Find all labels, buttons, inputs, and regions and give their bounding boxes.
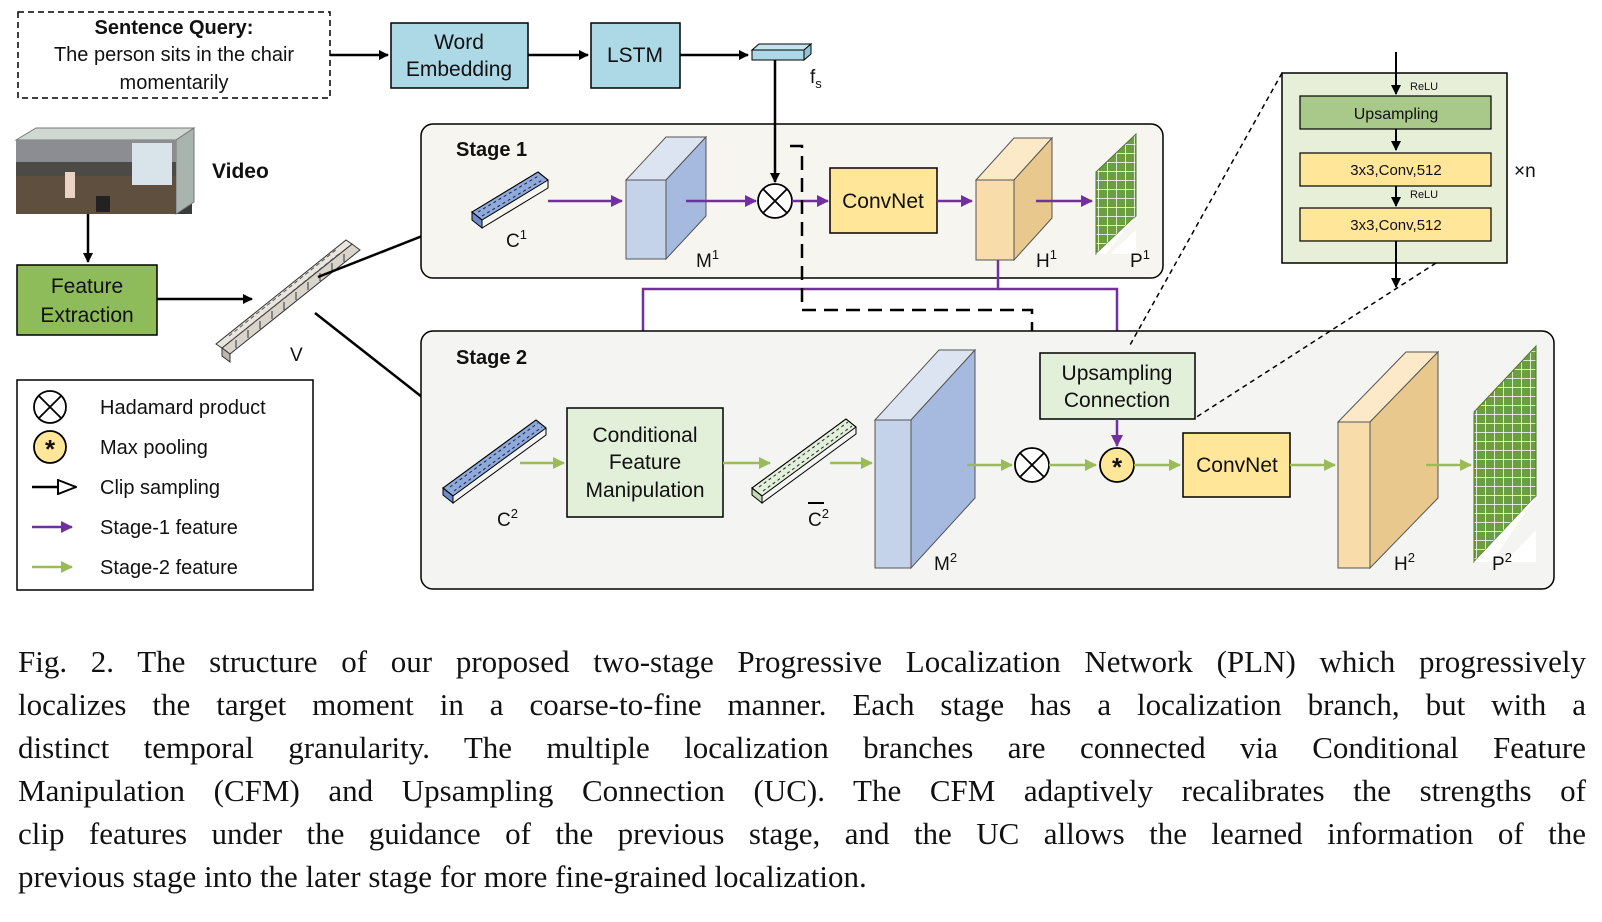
embedding-line1: Word bbox=[434, 31, 484, 54]
fs-vector bbox=[750, 42, 813, 62]
stage2-title: Stage 2 bbox=[456, 347, 527, 369]
v-label: V bbox=[290, 345, 303, 366]
cfm-line1: Conditional bbox=[592, 424, 697, 447]
h1-to-uc-arrow bbox=[998, 287, 1123, 351]
maxpool-icon: * bbox=[33, 430, 67, 464]
uc-detail-panel: ReLU Upsampling 3x3,Conv,512 ReLU 3x3,Co… bbox=[1281, 52, 1508, 288]
cfm-line3: Manipulation bbox=[585, 479, 704, 502]
stage1-title: Stage 1 bbox=[456, 139, 527, 161]
hadamard-icon bbox=[33, 390, 67, 424]
lstm-box: LSTM bbox=[590, 22, 681, 89]
stage2-c-label: C2 bbox=[497, 506, 518, 531]
lstm-label: LSTM bbox=[607, 44, 663, 67]
embedding-line2: Embedding bbox=[406, 58, 512, 81]
stage2-hadamard-op bbox=[1014, 447, 1050, 483]
zoom-relu-top: ReLU bbox=[1410, 81, 1438, 93]
query-line1: The person sits in the chair bbox=[54, 44, 294, 66]
sentence-query-box: Sentence Query: The person sits in the c… bbox=[17, 11, 331, 99]
stage2-p-grid bbox=[1473, 344, 1537, 564]
extraction-line2: Extraction bbox=[40, 304, 133, 327]
stage2-panel bbox=[420, 330, 1555, 590]
fs-label: fs bbox=[810, 67, 822, 91]
zoom-conv1-label: 3x3,Conv,512 bbox=[1350, 162, 1441, 179]
figure-caption: Fig. 2. The structure of our proposed tw… bbox=[18, 640, 1586, 898]
zoom-guide-top bbox=[1129, 72, 1283, 346]
legend-label-stage1: Stage-1 feature bbox=[100, 517, 238, 539]
caption-line-3: distinct temporal granularity. The multi… bbox=[18, 730, 1586, 765]
stage2-convnet-label: ConvNet bbox=[1196, 454, 1278, 477]
legend-label-clip: Clip sampling bbox=[100, 477, 220, 499]
feature-extraction-box: Feature Extraction bbox=[16, 264, 158, 336]
uc-box: Upsampling Connection bbox=[1039, 352, 1196, 420]
word-embedding-box: Word Embedding bbox=[390, 22, 529, 89]
uc-line1: Upsampling bbox=[1062, 362, 1173, 385]
zoom-repeat-label: ×n bbox=[1514, 161, 1536, 182]
stage2-cbar-label: C2 bbox=[808, 506, 829, 531]
stage1-hadamard-op bbox=[757, 183, 793, 219]
stage1-convnet-label: ConvNet bbox=[842, 190, 924, 213]
pln-diagram: Sentence Query: The person sits in the c… bbox=[14, 11, 1555, 591]
stage1-p-grid bbox=[1095, 132, 1137, 256]
video-label: Video bbox=[212, 160, 269, 183]
cfm-box: Conditional Feature Manipulation bbox=[566, 407, 724, 518]
extraction-line1: Feature bbox=[51, 275, 123, 298]
legend-label-stage2: Stage-2 feature bbox=[100, 557, 238, 579]
caption-line-4: Manipulation (CFM) and Upsampling Connec… bbox=[18, 773, 1586, 808]
stage2-p-label: P2 bbox=[1492, 550, 1512, 575]
caption-line-2: localizes the target moment in a coarse-… bbox=[18, 687, 1586, 722]
caption-line-1: Fig. 2. The structure of our proposed tw… bbox=[18, 644, 1586, 679]
stage2-m-cube bbox=[873, 348, 977, 570]
stage1-h-cube bbox=[974, 136, 1054, 262]
zoom-conv2-box bbox=[1299, 207, 1492, 242]
stage1-m-label: M1 bbox=[696, 247, 719, 272]
stage1-c-label: C1 bbox=[506, 227, 527, 252]
query-line2: momentarily bbox=[120, 72, 229, 94]
stage2-m-label: M2 bbox=[934, 550, 957, 575]
video-thumbnail bbox=[14, 127, 196, 215]
uc-line2: Connection bbox=[1064, 389, 1170, 412]
caption-line-5: clip features under the guidance of the … bbox=[18, 816, 1586, 851]
legend-label-maxpool: Max pooling bbox=[100, 437, 208, 459]
stage1-clip-bar bbox=[471, 171, 549, 230]
stage2-cbar-bar bbox=[751, 418, 857, 505]
zoom-conv2-label: 3x3,Conv,512 bbox=[1350, 217, 1441, 234]
caption-line-6: previous stage into the later stage for … bbox=[18, 859, 867, 894]
stage2-h-cube bbox=[1336, 350, 1440, 570]
stage1-h-label: H1 bbox=[1036, 247, 1057, 272]
stage1-m-cube bbox=[624, 135, 708, 261]
zoom-guide-bottom bbox=[1194, 262, 1437, 419]
maxpool-op: * bbox=[1099, 447, 1135, 483]
legend: Hadamard product * Max pooling Clip samp… bbox=[16, 379, 314, 591]
zoom-relu-mid: ReLU bbox=[1410, 189, 1438, 201]
svg-text:*: * bbox=[1112, 452, 1123, 482]
stage1-convnet-box: ConvNet bbox=[829, 167, 938, 234]
stage2-convnet-box: ConvNet bbox=[1182, 432, 1291, 498]
cfm-line2: Feature bbox=[609, 451, 681, 474]
stage2-clip-bar bbox=[442, 419, 547, 505]
zoom-conv1-box bbox=[1299, 152, 1492, 187]
v-feature-bar bbox=[215, 239, 361, 363]
zoom-upsampling-label: Upsampling bbox=[1354, 106, 1438, 123]
legend-label-hadamard: Hadamard product bbox=[100, 397, 266, 419]
stage1-p-label: P1 bbox=[1130, 247, 1150, 272]
stage2-h-label: H2 bbox=[1394, 550, 1415, 575]
svg-text:*: * bbox=[45, 434, 56, 464]
query-title: Sentence Query: bbox=[95, 17, 254, 39]
